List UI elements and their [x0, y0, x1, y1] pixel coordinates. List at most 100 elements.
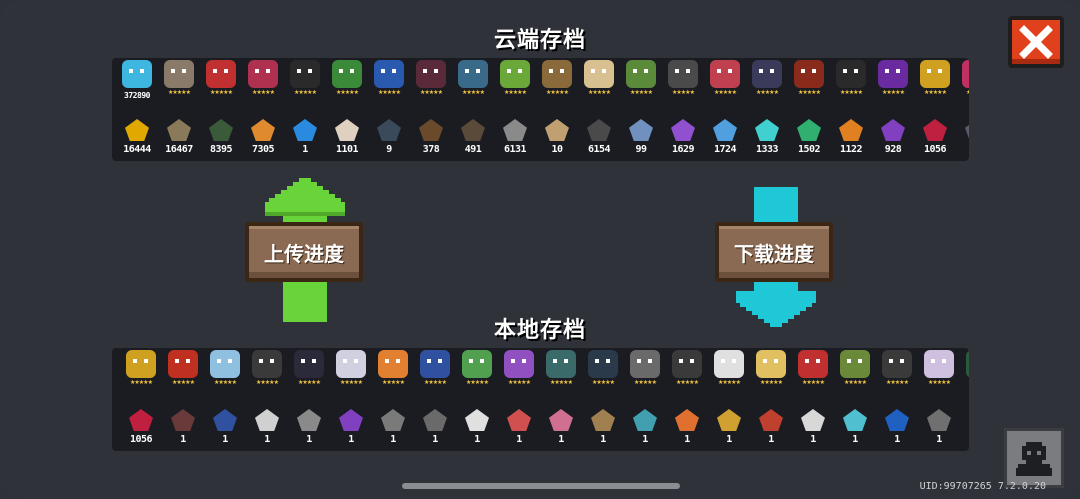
- cloud-material-count: 10: [551, 144, 563, 155]
- local-material-count: 1: [726, 434, 732, 445]
- star-rating-icon: ★★★★★: [420, 89, 443, 96]
- local-character-cell: ★★★★★: [204, 350, 246, 388]
- scroll-icon: [545, 119, 569, 141]
- upload-progress-button[interactable]: 上传进度: [245, 222, 363, 282]
- stone-icon: [587, 119, 611, 141]
- local-material-count: 1: [894, 434, 900, 445]
- cloud-material-cell: 1122: [830, 116, 872, 155]
- frog-sprite: [462, 350, 492, 378]
- feather-icon: [629, 119, 653, 141]
- star-rating-icon: ★★★★★: [714, 89, 737, 96]
- cloud-character-cell: ★★★★★: [242, 60, 284, 100]
- cloud-character-cell: ★★★★★: [662, 60, 704, 100]
- local-material-count: 1: [264, 434, 270, 445]
- home-indicator-bar[interactable]: [402, 483, 680, 489]
- cloud-material-cell: 6154: [578, 116, 620, 155]
- cloud-material-count: 16467: [165, 144, 193, 155]
- cloud-character-cell: ★★★★★: [200, 60, 242, 100]
- local-material-cell: 1: [540, 406, 582, 445]
- star-rating-icon: ★★★★★: [130, 379, 153, 386]
- cloud-material-cell: [956, 116, 969, 155]
- cloud-character-cell: ★★★★★: [494, 60, 536, 100]
- disc-icon: [377, 119, 401, 141]
- star-rating-icon: ★★★★★: [802, 379, 825, 386]
- local-character-cell: ★★★★★: [792, 350, 834, 388]
- close-button[interactable]: [1008, 16, 1064, 68]
- cloud-character-cell: ★★★★★: [872, 60, 914, 100]
- white-tile-icon: [465, 409, 489, 431]
- hat-sprite: [882, 350, 912, 378]
- local-material-cell: 1: [456, 406, 498, 445]
- cloud-character-cell: ★★★★★: [536, 60, 578, 100]
- grey-tile-icon: [381, 409, 405, 431]
- local-material-cell: 1: [834, 406, 876, 445]
- cloud-material-count: 1629: [671, 144, 695, 155]
- green-crystal-icon: [797, 119, 821, 141]
- cloud-material-count: 6131: [503, 144, 527, 155]
- star-rating-icon: ★★★★★: [634, 379, 657, 386]
- knight-sprite: [164, 60, 194, 88]
- cloud-material-cell: 1724: [704, 116, 746, 155]
- octopus-sprite: [504, 350, 534, 378]
- cloud-material-count: 1122: [839, 144, 863, 155]
- local-save-title: 本地存档: [493, 318, 586, 343]
- priest-sprite: [584, 60, 614, 88]
- samurai-sprite: [836, 60, 866, 88]
- star-rating-icon: ★★★★★: [252, 89, 275, 96]
- gold-coin-icon: [125, 119, 149, 141]
- local-material-count: 1: [936, 434, 942, 445]
- star-rating-icon: ★★★★★: [592, 379, 615, 386]
- grey-tile-icon: [423, 409, 447, 431]
- local-character-cell: ★★★★★: [456, 350, 498, 388]
- grey-tile-icon: [297, 409, 321, 431]
- white-tile-icon: [255, 409, 279, 431]
- local-character-cell: ★★★★★: [876, 350, 918, 388]
- cloud-material-cell: 16444: [116, 116, 158, 155]
- star-rating-icon: ★★★★★: [630, 89, 653, 96]
- cloud-character-cell: ★★★★★: [620, 60, 662, 100]
- cloud-material-count: 928: [884, 144, 902, 155]
- local-character-cell: ★★★★★: [288, 350, 330, 388]
- local-material-cell: 1: [708, 406, 750, 445]
- star-rating-icon: ★★★★★: [672, 89, 695, 96]
- local-material-cell: 1: [246, 406, 288, 445]
- necromancer-sprite: [710, 60, 740, 88]
- ninja-sprite: [294, 350, 324, 378]
- star-rating-icon: ★★★★★: [462, 89, 485, 96]
- partial-sprite: [962, 60, 969, 88]
- user-silhouette-icon: [1016, 442, 1052, 476]
- cloud-material-count: 1056: [923, 144, 947, 155]
- local-character-cell: ★★★★★: [162, 350, 204, 388]
- star-rating-icon: ★★★★★: [504, 89, 527, 96]
- local-material-count: 1: [558, 434, 564, 445]
- cloud-character-cell: ★★★★★: [578, 60, 620, 100]
- hay-icon: [167, 119, 191, 141]
- cloud-material-cell: 1101: [326, 116, 368, 155]
- cloud-material-cell: 1056: [914, 116, 956, 155]
- golden-knight-sprite: [920, 60, 950, 88]
- local-character-cell: ★★★★★: [834, 350, 876, 388]
- cyan-tile-icon: [843, 409, 867, 431]
- partial-sprite: [966, 350, 969, 378]
- local-material-cell: 1: [498, 406, 540, 445]
- download-progress-button[interactable]: 下载进度: [715, 222, 833, 282]
- cloud-save-title: 云端存档: [493, 28, 586, 53]
- cloud-character-cell: ★★★★★: [284, 60, 326, 100]
- star-rating-icon: ★★★★★: [760, 379, 783, 386]
- white-tile-icon: [801, 409, 825, 431]
- cloud-material-cell: 99: [620, 116, 662, 155]
- berserker-sprite: [668, 60, 698, 88]
- account-button[interactable]: [1004, 428, 1064, 488]
- armor-sprite: [630, 350, 660, 378]
- cloud-character-cell: ★★★★★: [368, 60, 410, 100]
- local-material-count: 1: [222, 434, 228, 445]
- teal-tile-icon: [633, 409, 657, 431]
- orange-crystal-icon: [839, 119, 863, 141]
- bag-icon: [335, 119, 359, 141]
- pirate-sprite: [588, 350, 618, 378]
- boot-icon: [419, 119, 443, 141]
- cloud-material-count: 6154: [587, 144, 611, 155]
- star-rating-icon: ★★★★★: [382, 379, 405, 386]
- cloud-character-cell: ★★★★★: [830, 60, 872, 100]
- local-material-count: 1: [474, 434, 480, 445]
